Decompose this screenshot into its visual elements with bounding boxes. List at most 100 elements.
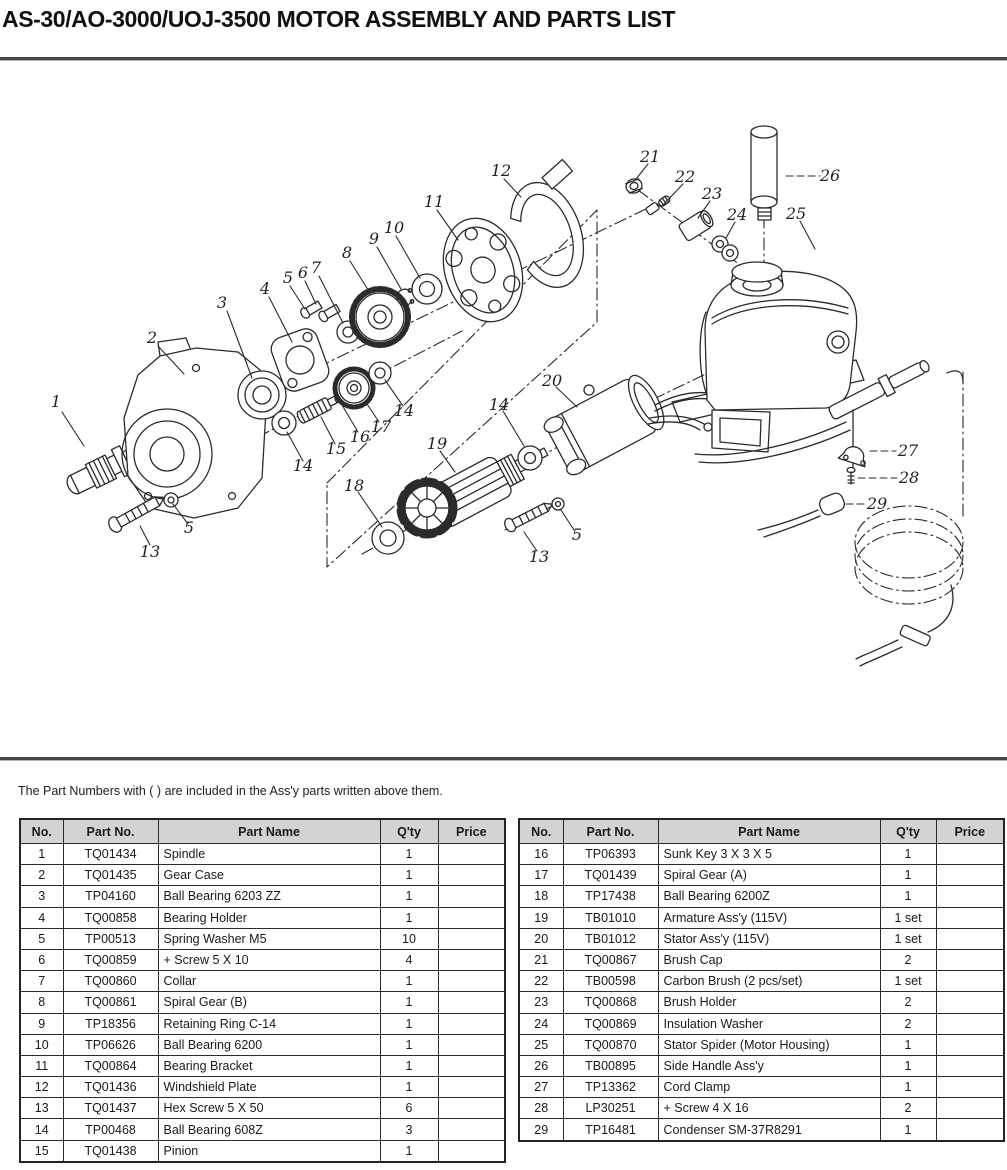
part-callout: 24 — [726, 205, 748, 224]
cell-part_no: TB00598 — [562, 970, 659, 993]
cell-price — [437, 885, 506, 908]
cell-qty: 10 — [379, 927, 439, 950]
ball-bearing-6200-drawing — [411, 273, 443, 305]
part-callout: 18 — [343, 476, 365, 495]
cell-price — [935, 885, 1005, 908]
part-callout: 23 — [701, 184, 723, 203]
cell-part_name: Pinion — [157, 1139, 381, 1163]
cell-no: 3 — [19, 885, 64, 908]
cell-part_name: + Screw 4 X 16 — [657, 1097, 881, 1120]
cell-part_name: Spring Washer M5 — [157, 927, 381, 950]
cell-qty: 1 — [879, 842, 937, 866]
section-divider — [0, 757, 1007, 761]
column-header: No. — [518, 818, 564, 844]
part-callout: 26 — [819, 166, 841, 185]
cell-no: 4 — [19, 906, 64, 929]
spring-washer-right-drawing — [551, 497, 565, 511]
ball-bearing-608z-2-drawing — [368, 361, 392, 385]
cell-part_no: TQ01434 — [62, 842, 159, 866]
part-callout: 27 — [897, 441, 919, 460]
part-callout: 9 — [368, 229, 380, 248]
title-divider — [0, 57, 1007, 61]
part-callout: 12 — [490, 161, 512, 180]
cell-qty: 1 — [879, 1054, 937, 1078]
cell-no: 23 — [518, 991, 564, 1014]
part-callout: 10 — [383, 218, 405, 237]
cell-no: 17 — [518, 864, 564, 887]
column-header: Part Name — [157, 818, 381, 844]
cell-qty: 1 — [879, 885, 937, 908]
brush-holder-drawing — [678, 210, 714, 242]
cell-price — [437, 1097, 506, 1120]
cell-no: 2 — [19, 864, 64, 887]
cell-price — [935, 927, 1005, 950]
cell-no: 1 — [19, 842, 64, 866]
cord-grip-drawing — [694, 360, 964, 468]
cell-part_name: Collar — [157, 970, 381, 993]
cell-no: 12 — [19, 1076, 64, 1099]
ball-bearing-6200z-drawing — [371, 521, 405, 555]
spiral-gear-a-drawing — [332, 366, 376, 410]
cell-part_no: TB01010 — [562, 906, 659, 929]
cell-part_name: + Screw 5 X 10 — [157, 948, 381, 972]
cell-no: 27 — [518, 1076, 564, 1099]
part-callout: 25 — [785, 204, 807, 223]
cell-no: 10 — [19, 1033, 64, 1056]
part-callout: 14 — [292, 456, 314, 475]
ball-bearing-608z-1-drawing — [271, 410, 297, 436]
cell-part_name: Windshield Plate — [157, 1076, 381, 1099]
cell-qty: 2 — [879, 948, 937, 972]
cell-part_no: LP30251 — [562, 1097, 659, 1120]
cell-no: 8 — [19, 991, 64, 1014]
cell-no: 20 — [518, 927, 564, 950]
cell-part_name: Sunk Key 3 X 3 X 5 — [657, 842, 881, 866]
cell-no: 11 — [19, 1054, 64, 1078]
windshield-plate-drawing — [510, 158, 585, 289]
cell-qty: 1 — [379, 1012, 439, 1035]
cell-qty: 1 — [379, 1054, 439, 1078]
cell-part_name: Gear Case — [157, 864, 381, 887]
cell-price — [437, 864, 506, 887]
cell-no: 16 — [518, 842, 564, 866]
cell-qty: 1 — [879, 864, 937, 887]
cell-part_name: Bearing Bracket — [157, 1054, 381, 1078]
cell-part_no: TP16481 — [562, 1118, 659, 1142]
cell-part_name: Retaining Ring C-14 — [157, 1012, 381, 1035]
cell-part_name: Insulation Washer — [657, 1012, 881, 1035]
cell-price — [935, 864, 1005, 887]
cell-part_name: Condenser SM-37R8291 — [657, 1118, 881, 1142]
cell-part_no: TQ00867 — [562, 948, 659, 972]
cell-price — [935, 1012, 1005, 1035]
column-header: Q'ty — [879, 818, 937, 844]
cell-no: 25 — [518, 1033, 564, 1056]
cell-price — [935, 1118, 1005, 1142]
gear-case-drawing — [121, 337, 267, 519]
cell-price — [437, 1012, 506, 1035]
cell-no: 9 — [19, 1012, 64, 1035]
column-header: Q'ty — [379, 818, 439, 844]
cell-no: 7 — [19, 970, 64, 993]
cord-clamp-drawing — [837, 446, 866, 468]
cell-no: 18 — [518, 885, 564, 908]
motor-housing-drawing — [699, 261, 858, 453]
